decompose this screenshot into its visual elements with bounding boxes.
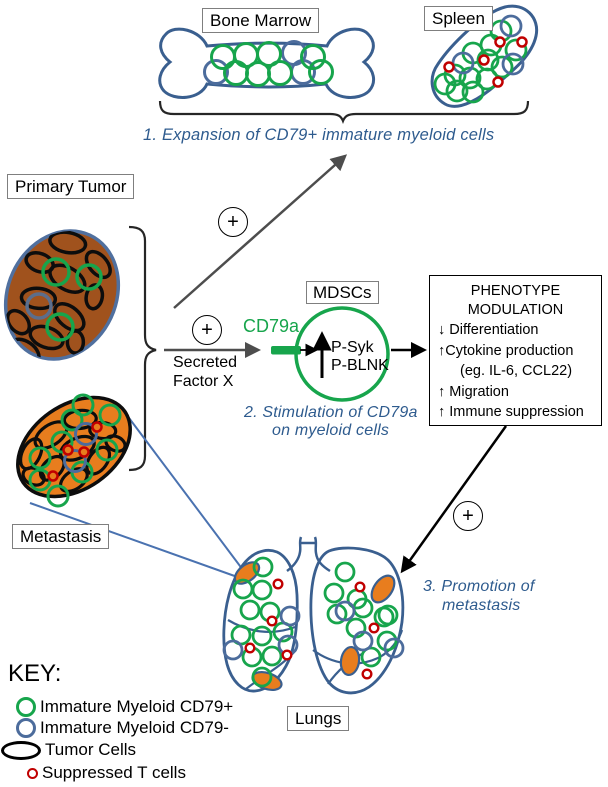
- cd79a-receptor-label: CD79a: [243, 316, 300, 336]
- plus-badge-expansion: +: [218, 207, 248, 237]
- metastasis-suppressed-t-cells: [47, 421, 103, 482]
- primary-tumor-label: Primary Tumor: [7, 174, 135, 200]
- brace-secreted-factor: [128, 225, 157, 472]
- blue-circle-icon: [16, 718, 36, 738]
- bone-marrow-cd79pos-cells: [210, 41, 334, 87]
- phenotype-item-cytokine: ↑Cytokine production: [438, 342, 574, 359]
- black-oval-icon: [1, 740, 41, 760]
- arrow-phenotype-to-lungs: [400, 425, 508, 574]
- key-item-tumor-cells-label: Tumor Cells: [45, 740, 136, 759]
- plus-sign: +: [227, 210, 239, 233]
- lungs-label: Lungs: [287, 706, 350, 732]
- phenotype-title-line2: MODULATION: [467, 302, 564, 318]
- key-item-cd79pos-label: Immature Myeloid CD79+: [40, 697, 234, 716]
- spleen-label: Spleen: [424, 6, 493, 32]
- trachea: [286, 536, 331, 573]
- primary-tumor-cd79pos-cells: [41, 257, 103, 342]
- key-title: KEY:: [8, 660, 62, 687]
- bone-marrow-label: Bone Marrow: [202, 8, 320, 34]
- plus-badge-secreted-factor: +: [192, 315, 222, 345]
- cd79a-receptor-bar: [271, 346, 301, 355]
- spleen-label-text: Spleen: [432, 9, 485, 28]
- brace-step1: [158, 100, 530, 124]
- metastasis-label: Metastasis: [12, 524, 110, 550]
- kinase-psyk-label: P-Syk: [331, 339, 374, 356]
- metastasis-cd79neg-cells: [63, 422, 98, 473]
- phenotype-item-immune-suppression: ↑ Immune suppression: [438, 404, 584, 420]
- key-item-suppressed-t-label: Suppressed T cells: [42, 763, 186, 782]
- spleen-suppressed-t-cells: [443, 36, 528, 88]
- metastasis-zoom-line-bottom: [29, 502, 244, 580]
- phenotype-modulation-box: PHENOTYPE MODULATION ↓ Differentiation ↑…: [429, 275, 602, 426]
- step2-caption-line1: 2. Stimulation of CD79a: [244, 404, 418, 421]
- step3-caption-line2: metastasis: [442, 597, 521, 614]
- step1-caption: 1. Expansion of CD79+ immature myeloid c…: [143, 126, 495, 144]
- step3-caption-line1: 3. Promotion of: [423, 578, 535, 595]
- step2-caption-line2: on myeloid cells: [272, 422, 390, 439]
- primary-tumor-shape: [3, 229, 121, 366]
- phenotype-item-differentiation: ↓ Differentiation: [438, 322, 539, 338]
- primary-tumor-label-text: Primary Tumor: [15, 177, 127, 196]
- secreted-factor-line1: Secreted: [173, 354, 238, 371]
- lungs-label-text: Lungs: [295, 709, 342, 728]
- green-circle-icon: [16, 697, 36, 717]
- mdscs-label-text: MDSCs: [313, 283, 372, 302]
- bone-shape: [158, 27, 376, 99]
- metastasis-zoom-line-top: [119, 405, 244, 571]
- key-item-suppressed-t: Suppressed T cells: [27, 763, 186, 783]
- plus-badge-metastasis: +: [453, 501, 483, 531]
- phenotype-item-cytokine-examples: (eg. IL-6, CCL22): [460, 363, 573, 379]
- lungs-cd79neg-cells: [222, 600, 405, 661]
- phenotype-item-migration: ↑ Migration: [438, 383, 509, 400]
- kinase-pblnk-label: P-BLNK: [331, 357, 389, 374]
- red-circle-icon: [27, 767, 38, 779]
- secreted-factor-line2: Factor X: [173, 373, 234, 390]
- phenotype-title-line1: PHENOTYPE: [470, 283, 561, 299]
- arrow-expansion: [173, 154, 348, 309]
- key-item-cd79neg-label: Immature Myeloid CD79-: [40, 718, 229, 737]
- primary-tumor-cd79neg-cell: [25, 292, 53, 320]
- lungs-suppressed-t-cells: [244, 578, 380, 680]
- key-item-cd79neg: Immature Myeloid CD79-: [16, 718, 229, 738]
- plus-sign: +: [462, 504, 474, 527]
- bone-marrow-label-text: Bone Marrow: [210, 11, 312, 30]
- key-item-tumor-cells: Tumor Cells: [1, 740, 136, 760]
- plus-sign: +: [201, 318, 213, 341]
- metastasis-label-text: Metastasis: [20, 527, 102, 546]
- key-item-cd79pos: Immature Myeloid CD79+: [16, 697, 233, 717]
- mdscs-label: MDSCs: [306, 281, 379, 305]
- left-lung: [222, 548, 299, 693]
